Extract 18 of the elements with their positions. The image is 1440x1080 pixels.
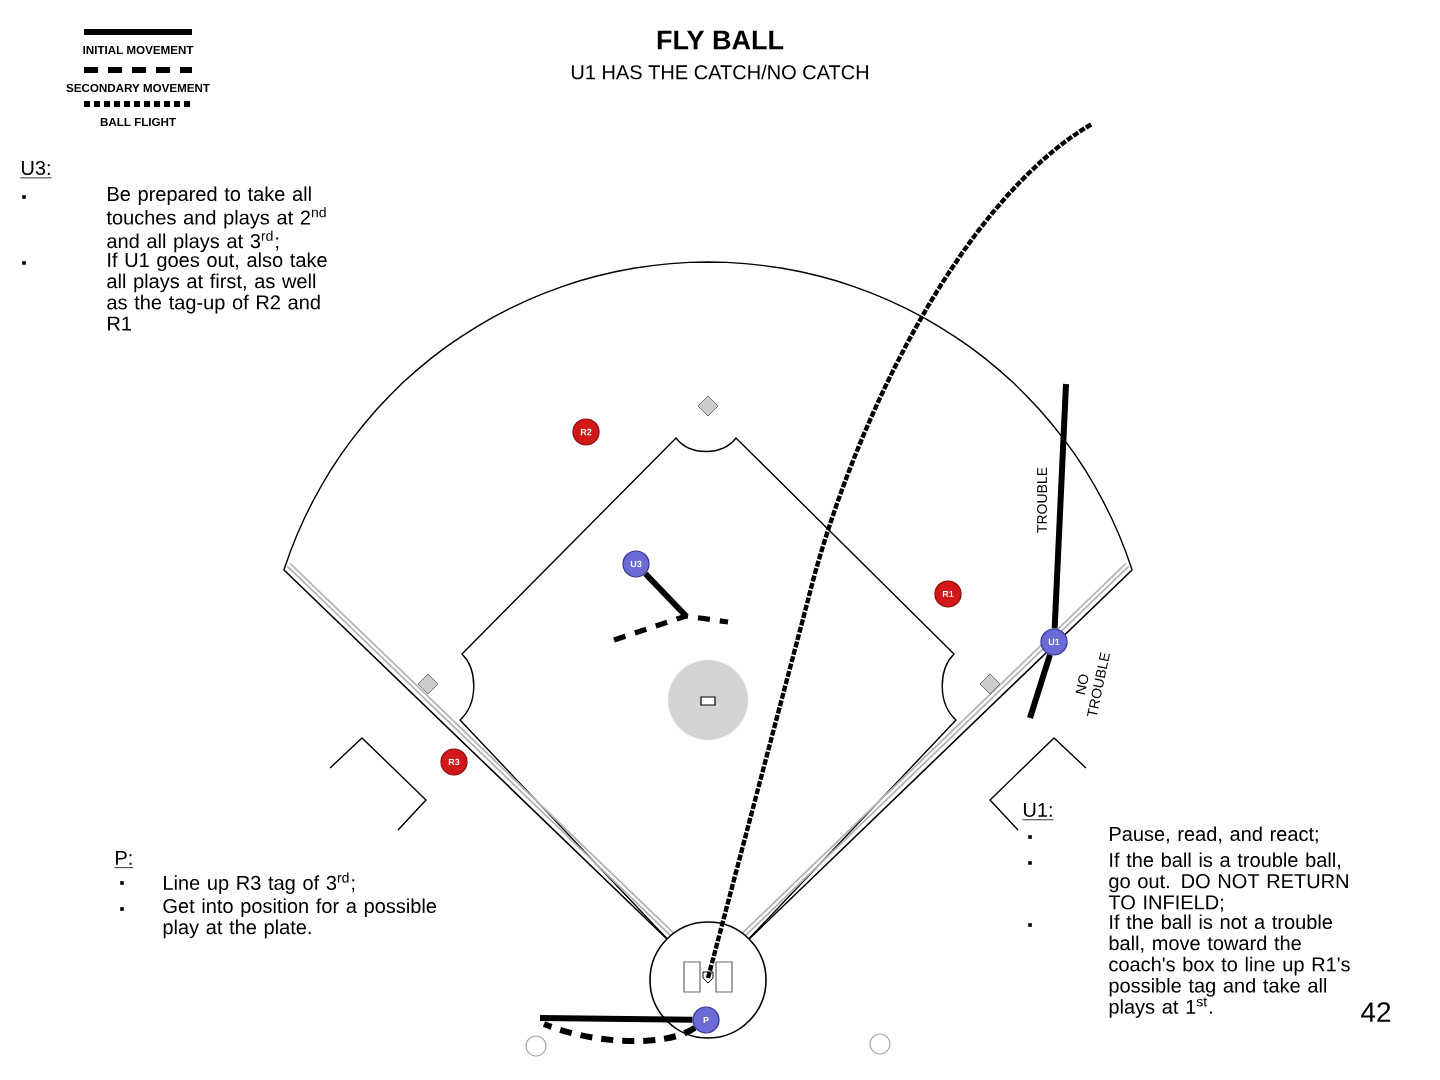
page-number: 42 [1361,1002,1391,1022]
section-heading: U3: [20,160,52,179]
title: FLY BALL [657,30,784,50]
bullet-text: Pause, read, and react; [1110,826,1318,844]
movement-line [1027,654,1053,719]
section-heading: P: [114,851,134,869]
bullet-text: Line up R3 tag of 3$^{rd}$; [164,872,355,894]
subtitle: U1 HAS THE CATCH/NO CATCH [571,64,868,80]
section-heading: U1: [1022,803,1054,821]
movement-line [1051,383,1069,629]
bullet-text: If U1 goes out, also take all plays at first, as well as the tag-up of R2 and R1 [107,252,327,331]
bullet-text: Be prepared to take all touches and plays at 2$^{nd}$ and all plays at 3$^{rd}$; [106,186,326,253]
bullet-text: If the ball is not a trouble ball, move toward the coach's box to line up R1's possible tag and take all plays at 1$^{st}$. [1109,914,1350,1018]
movement-line [539,1015,693,1023]
bullet-text: Get into position for a possible play at the plate. [163,898,437,939]
secondary-movement-line [542,1021,697,1044]
movement-line [643,571,689,619]
bullet-text: If the ball is a trouble ball, go out. DO NOT RETURN TO INFIELD; [1108,852,1348,912]
